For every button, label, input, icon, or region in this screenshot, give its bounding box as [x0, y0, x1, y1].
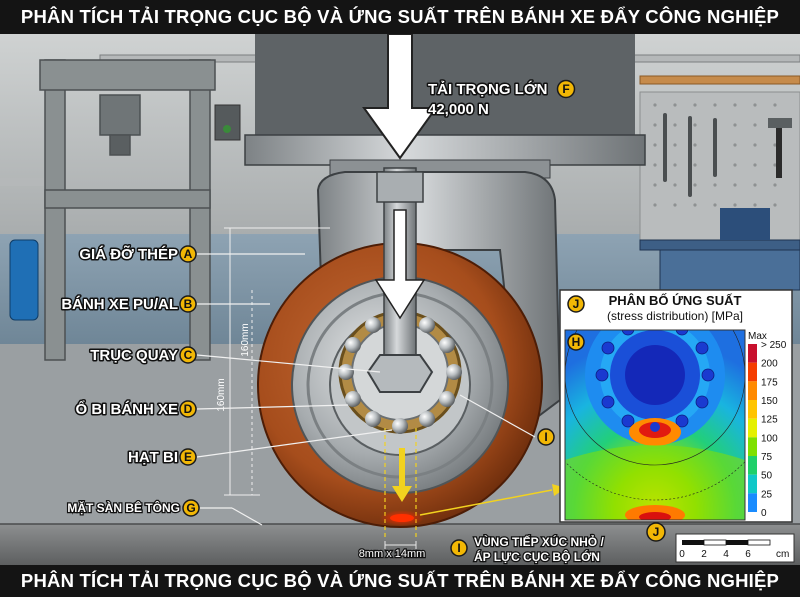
wrench-icon — [663, 113, 717, 197]
legend-tick: 175 — [761, 377, 778, 388]
svg-text:I: I — [544, 430, 547, 444]
scale-unit: cm — [776, 549, 789, 560]
contact-size: 8mm x 14mm — [359, 548, 426, 560]
load-arrow — [362, 33, 438, 160]
badge-c: C — [184, 348, 193, 362]
legend-swatch — [748, 400, 757, 419]
contact-line1: VÙNG TIẾP XÚC NHỎ / — [474, 534, 604, 549]
legend-swatch — [748, 381, 757, 400]
badge-a: A — [184, 247, 193, 261]
badge-e: E — [184, 450, 192, 464]
load-label: TẢI TRỌNG LỚN F 42,000 N — [427, 79, 576, 120]
stress-subtitle: (stress distribution) [MPa] — [607, 309, 743, 323]
legend-swatch — [748, 456, 757, 475]
legend-tick: 50 — [761, 471, 773, 482]
title-top: PHÂN TÍCH TẢI TRỌNG CỤC BỘ VÀ ỨNG SUẤT T… — [0, 0, 800, 34]
label-c-text: TRỤC QUAY — [90, 347, 178, 364]
scale-tick: 4 — [723, 549, 729, 560]
label-d-text: Ổ BI BÁNH XE — [75, 400, 178, 418]
label-A: GIÁ ĐỠ THÉP A — [78, 244, 197, 265]
legend-tick: 100 — [761, 433, 778, 444]
svg-text:J: J — [653, 525, 660, 539]
badge-g: G — [186, 501, 195, 515]
legend-tick: 125 — [761, 415, 778, 426]
scale-tick: 0 — [679, 549, 685, 560]
contact-line2: ÁP LỰC CỤC BỘ LỚN — [474, 549, 600, 564]
label-b-text: BÁNH XE PU/AL — [61, 296, 178, 313]
label-D: Ổ BI BÁNH XE D — [74, 399, 197, 420]
scale-tick: 2 — [701, 549, 707, 560]
label-C: TRỤC QUAY C — [89, 346, 197, 366]
badge-b: B — [184, 297, 193, 311]
legend-swatch — [748, 418, 757, 438]
legend-tick: 150 — [761, 396, 778, 407]
legend-title: Max — [748, 331, 767, 342]
label-e-text: HẠT BI — [128, 449, 178, 466]
badge-j-bottom: J — [646, 522, 666, 542]
scale-bar: 0 2 4 6 cm — [675, 533, 795, 563]
legend-swatch — [748, 344, 757, 363]
legend-swatch — [748, 474, 757, 494]
badge-i-wheel: I — [537, 428, 555, 446]
axle-arrow — [374, 209, 426, 320]
label-E: HẠT BI E — [127, 448, 197, 468]
badge-i-contact: I — [457, 541, 460, 555]
stress-panel: J PHÂN BỐ ỨNG SUẤT (stress distribution)… — [559, 289, 793, 523]
legend-tick: > 250 — [761, 340, 787, 351]
legend-tick: 75 — [761, 452, 773, 463]
dimension-outer: 160mm — [216, 378, 227, 411]
legend-swatch — [748, 493, 757, 512]
bearing-balls — [338, 310, 462, 434]
legend-tick: 0 — [761, 508, 767, 519]
dimension-inner: 160mm — [240, 323, 251, 356]
legend-tick: 25 — [761, 489, 773, 500]
hydraulic-press — [39, 59, 216, 361]
load-value: 42,000 N — [428, 101, 489, 118]
dimension-lines — [224, 227, 330, 496]
label-g-text: MẶT SÀN BÊ TÔNG — [67, 500, 180, 515]
legend-swatch — [748, 362, 757, 382]
legend-swatch — [748, 437, 757, 456]
badge-d: D — [184, 402, 193, 416]
title-bottom: PHÂN TÍCH TẢI TRỌNG CỤC BỘ VÀ ỨNG SUẤT T… — [0, 565, 800, 597]
badge-f: F — [562, 82, 569, 96]
badge-h: H — [572, 335, 581, 349]
scale-tick: 6 — [745, 549, 751, 560]
load-label-text: TẢI TRỌNG LỚN — [428, 80, 547, 98]
hammer-icon — [768, 118, 792, 178]
label-a-text: GIÁ ĐỠ THÉP — [79, 245, 178, 263]
label-B: BÁNH XE PU/AL B — [60, 295, 197, 315]
axle — [366, 167, 434, 393]
label-G: MẶT SÀN BÊ TÔNG G — [66, 499, 200, 517]
stress-title: PHÂN BỐ ỨNG SUẤT — [609, 293, 742, 308]
badge-j-panel: J — [573, 297, 580, 311]
contact-arrow — [392, 448, 412, 502]
contact-note: VÙNG TIẾP XÚC NHỎ / ÁP LỰC CỤC BỘ LỚN I — [450, 533, 606, 565]
legend-tick: 200 — [761, 359, 778, 370]
